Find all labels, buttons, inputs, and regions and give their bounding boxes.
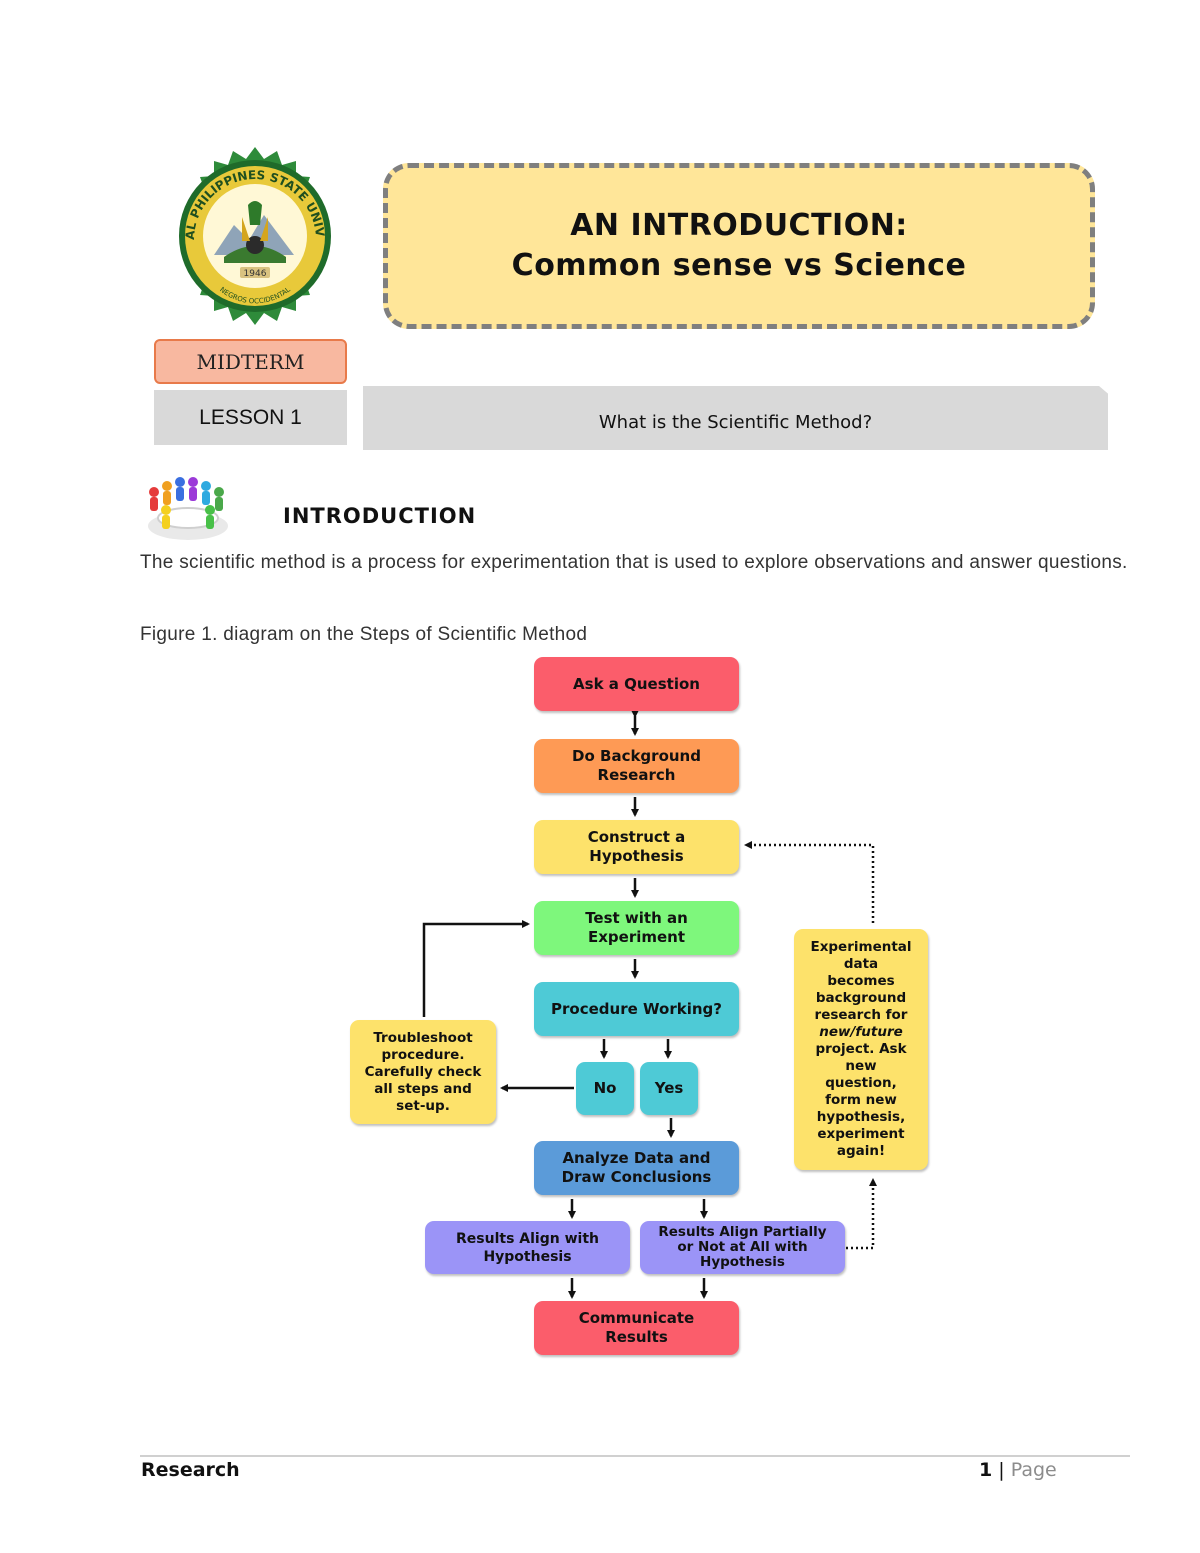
result-partial: Results Align Partially or Not at All wi…: [640, 1221, 845, 1274]
result-align: Results Align with Hypothesis: [425, 1221, 630, 1274]
lesson-title-box: AN INTRODUCTION: Common sense vs Science: [383, 163, 1095, 329]
arrow-troubleshoot-test: [422, 920, 530, 1017]
introduction-paragraph: The scientific method is a process for e…: [140, 552, 1128, 573]
introduction-heading: INTRODUCTION: [283, 504, 477, 528]
dotted-arrow-partial-note: [846, 1178, 877, 1250]
page-number: 1: [979, 1459, 993, 1481]
lesson-topic-bar: What is the Scientific Method?: [363, 386, 1108, 450]
university-seal-logo: CENTRAL PHILIPPINES STATE UNIVERSITY NEG…: [159, 134, 346, 327]
seal-year: 1946: [244, 269, 267, 279]
step-background-research: Do Background Research: [534, 739, 739, 793]
page-word: Page: [1010, 1459, 1057, 1481]
step-analyze-data: Analyze Data and Draw Conclusions: [534, 1141, 739, 1195]
note-text-italic: new/future: [819, 1024, 903, 1040]
title-line-2: Common sense vs Science: [511, 248, 967, 283]
step-troubleshoot: Troubleshoot procedure. Carefully check …: [350, 1020, 496, 1124]
dotted-arrow-note-hypothesis: [744, 841, 875, 923]
term-badge: MIDTERM: [154, 339, 347, 384]
note-text-start: Experimental data becomes background res…: [810, 939, 912, 1023]
decision-no: No: [576, 1062, 634, 1115]
step-construct-hypothesis: Construct a Hypothesis: [534, 820, 739, 874]
step-procedure-working: Procedure Working?: [534, 982, 739, 1036]
lesson-number: LESSON 1: [154, 390, 347, 445]
footer-page-indicator: 1 | Page: [979, 1459, 1057, 1481]
footer-divider: [140, 1455, 1130, 1457]
figure-caption: Figure 1. diagram on the Steps of Scient…: [140, 624, 588, 645]
footer-subject: Research: [141, 1459, 240, 1481]
decision-yes: Yes: [640, 1062, 698, 1115]
team-meeting-icon: [140, 474, 238, 548]
step-communicate-results: Communicate Results: [534, 1301, 739, 1355]
title-line-1: AN INTRODUCTION:: [570, 208, 908, 243]
note-text-end: project. Ask new question, form new hypo…: [815, 1041, 907, 1159]
step-test-experiment: Test with an Experiment: [534, 901, 739, 955]
note-experimental-data: Experimental data becomes background res…: [794, 929, 928, 1170]
page-separator: |: [998, 1459, 1005, 1481]
step-ask-question: Ask a Question: [534, 657, 739, 711]
